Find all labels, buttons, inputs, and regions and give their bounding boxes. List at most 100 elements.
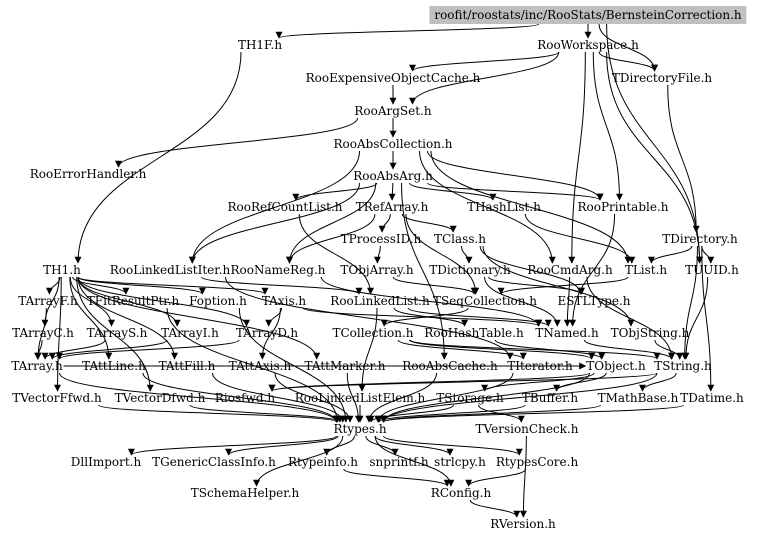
node-rtypes[interactable]: Rtypes.h <box>333 422 387 436</box>
node-rtypeinfo[interactable]: Rtypeinfo.h <box>288 455 358 469</box>
edge-rtypes-to-rtypescore <box>383 435 523 456</box>
node-rooerrorhandler[interactable]: RooErrorHandler.h <box>29 167 147 181</box>
node-tarrays[interactable]: TArrayS.h <box>86 326 148 340</box>
edge-rooabscollection-to-roocmdarg <box>419 150 556 264</box>
edge-rooabscollection-to-rooprintable <box>427 150 604 201</box>
node-roohashtable[interactable]: RooHashTable.h <box>424 326 524 340</box>
edge-rooabscache-to-rtypes <box>365 372 437 423</box>
node-rversion[interactable]: RVersion.h <box>490 517 556 531</box>
node-riosfwd[interactable]: Riosfwd.h <box>214 391 276 405</box>
node-tprocessid[interactable]: TProcessID.h <box>340 232 422 246</box>
node-tstorage[interactable]: TStorage.h <box>436 391 504 405</box>
node-rooexpensiveobjectcache[interactable]: RooExpensiveObjectCache.h <box>305 71 481 85</box>
edge-root-to-tuuid <box>606 23 704 264</box>
node-rtypescore[interactable]: RtypesCore.h <box>495 455 579 469</box>
node-tobjarray[interactable]: TObjArray.h <box>340 263 414 277</box>
node-rooabscache[interactable]: RooAbsCache.h <box>402 359 498 373</box>
edge-tobject-to-rtypes <box>380 372 590 423</box>
node-tbuffer[interactable]: TBuffer.h <box>521 391 579 405</box>
node-strlcpy[interactable]: strlcpy.h <box>434 455 486 469</box>
node-rooprintable[interactable]: RooPrintable.h <box>577 200 669 214</box>
node-tschemahelper[interactable]: TSchemaHelper.h <box>190 486 300 500</box>
edge-rooabsarg-to-roonamereg <box>286 182 377 264</box>
node-rooabscollection[interactable]: RooAbsCollection.h <box>333 137 453 151</box>
node-roorefcountlist[interactable]: RooRefCountList.h <box>227 200 343 214</box>
node-taxis[interactable]: TAxis.h <box>261 294 307 308</box>
edge-root-to-th1f <box>275 23 540 39</box>
edge-rtypes-to-strlcpy <box>374 435 454 456</box>
node-th1f[interactable]: TH1F.h <box>237 38 283 52</box>
node-dllimport[interactable]: DllImport.h <box>70 455 142 469</box>
node-tnamed[interactable]: TNamed.h <box>535 326 599 340</box>
node-tobject[interactable]: TObject.h <box>586 359 646 373</box>
edge-th1-to-tarrays <box>69 276 115 327</box>
node-tuuid[interactable]: TUUID.h <box>685 263 739 277</box>
node-tfitresultptr[interactable]: TFitResultPtr.h <box>86 294 180 308</box>
node-tclass[interactable]: TClass.h <box>433 232 487 246</box>
edge-rtypes-to-rtypeinfo <box>323 435 355 456</box>
node-snprintf[interactable]: snprintf.h <box>369 455 429 469</box>
edge-tuuid-to-tstring <box>682 276 709 360</box>
node-th1[interactable]: TH1.h <box>43 263 81 277</box>
node-tarrayi[interactable]: TArrayI.h <box>161 326 219 340</box>
edge-rooabsarg-to-trefarray <box>388 182 396 201</box>
node-roonamereg[interactable]: RooNameReg.h <box>230 263 326 277</box>
edge-rooabscollection-to-tlist <box>430 150 632 264</box>
node-tarray[interactable]: TArray.h <box>11 359 63 373</box>
edge-taxis-to-tnamed <box>302 307 543 327</box>
node-tvectorffwd[interactable]: TVectorFfwd.h <box>12 391 102 405</box>
node-tversioncheck[interactable]: TVersionCheck.h <box>475 422 579 436</box>
node-tarrayf[interactable]: TArrayF.h <box>18 294 78 308</box>
edge-rtypes-to-rconfig <box>374 435 455 487</box>
edge-tdirectory-to-tlist <box>647 245 693 264</box>
node-thashlist[interactable]: THashList.h <box>467 200 541 214</box>
node-foption[interactable]: Foption.h <box>189 294 247 308</box>
node-tobjstring[interactable]: TObjString.h <box>610 326 690 340</box>
node-tdirectory[interactable]: TDirectory.h <box>662 232 738 246</box>
node-rooargset[interactable]: RooArgSet.h <box>354 104 432 118</box>
node-roolinkedlistiter[interactable]: RooLinkedListIter.h <box>109 263 231 277</box>
node-estltype[interactable]: ESTLType.h <box>557 294 631 308</box>
node-tseqcollection[interactable]: TSeqCollection.h <box>432 294 538 308</box>
edge-tseqcollection-to-tcollection <box>380 307 469 327</box>
edge-tmathbase-to-rtypes <box>380 404 601 423</box>
edge-roonamereg-to-tnamed <box>320 276 542 327</box>
node-tlist[interactable]: TList.h <box>624 263 668 277</box>
node-tattmarker[interactable]: TAttMarker.h <box>304 359 386 373</box>
node-tdictionary[interactable]: TDictionary.h <box>429 263 511 277</box>
node-rooabsarg[interactable]: RooAbsArg.h <box>353 169 433 183</box>
edge-tarray-to-rtypes <box>59 372 340 423</box>
edge-rooabscollection-to-roolinkedlistiter <box>188 150 361 264</box>
node-titerator[interactable]: TIterator.h <box>507 359 573 373</box>
node-tarrayd[interactable]: TArrayD.h <box>235 326 299 340</box>
node-root[interactable]: roofit/roostats/inc/RooStats/BernsteinCo… <box>429 6 747 24</box>
node-tgenericclassinfo[interactable]: TGenericClassInfo.h <box>152 455 276 469</box>
edge-tarrayc-to-tarray <box>34 339 43 360</box>
edge-roocmdarg-to-tnamed <box>563 276 571 327</box>
edge-rooworkspace-to-rooargset <box>409 51 560 105</box>
node-tarrayc[interactable]: TArrayC.h <box>12 326 74 340</box>
node-tattaxis[interactable]: TAttAxis.h <box>228 359 292 373</box>
node-tmathbase[interactable]: TMathBase.h <box>597 391 679 405</box>
node-tattfill[interactable]: TAttFill.h <box>158 359 216 373</box>
edge-tclass-to-estltype <box>479 245 585 295</box>
edge-tdatime-to-rtypes <box>380 404 684 423</box>
node-roolinkedlist[interactable]: RooLinkedList.h <box>330 294 430 308</box>
node-tattline[interactable]: TAttLine.h <box>82 359 146 373</box>
edge-rooworkspace-to-rooprintable <box>592 51 623 201</box>
node-tdatime[interactable]: TDatime.h <box>680 391 744 405</box>
node-tcollection[interactable]: TCollection.h <box>332 326 414 340</box>
node-tdirectoryfile[interactable]: TDirectoryFile.h <box>611 71 713 85</box>
edge-tfitresultptr-to-rtypes <box>166 307 341 423</box>
node-tvectordfwd[interactable]: TVectorDfwd.h <box>114 391 206 405</box>
node-rooworkspace[interactable]: RooWorkspace.h <box>537 38 639 52</box>
edge-tattfill-to-rtypes <box>212 372 347 423</box>
node-trefarray[interactable]: TRefArray.h <box>355 200 429 214</box>
node-roocmdarg[interactable]: RooCmdArg.h <box>527 263 613 277</box>
node-roolinkedlistelem[interactable]: RooLinkedListElem.h <box>294 391 426 405</box>
node-tstring[interactable]: TString.h <box>654 359 712 373</box>
edge-trefarray-to-tprocessid <box>378 213 391 233</box>
node-rconfig[interactable]: RConfig.h <box>430 486 492 500</box>
